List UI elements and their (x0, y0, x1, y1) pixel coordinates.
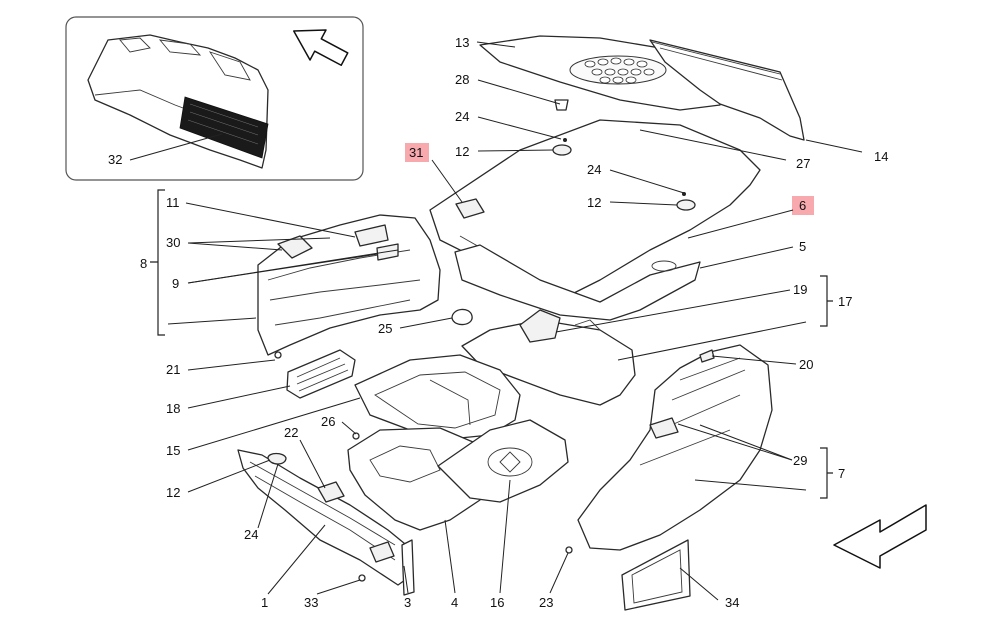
callout-4: 4 (451, 595, 458, 610)
callout-6: 6 (799, 198, 806, 213)
callout-20: 20 (799, 357, 813, 372)
callout-32: 32 (108, 152, 122, 167)
callout-24-left: 24 (244, 527, 258, 542)
highlight-6 (792, 196, 814, 215)
pocket-29 (649, 417, 679, 439)
highlight-31 (405, 143, 429, 162)
floor-panel (454, 244, 701, 321)
cover-handle-19 (519, 309, 561, 343)
callout-14: 14 (874, 149, 888, 164)
grommet-12-upper (552, 144, 572, 156)
right-side-panel-group (565, 344, 773, 554)
callout-25: 25 (378, 321, 392, 336)
floor-panel-group (454, 244, 701, 321)
handle-31 (455, 198, 485, 219)
floor-tray-group (347, 419, 569, 531)
inset-net-pocket (179, 96, 269, 159)
inset-direction-arrow (292, 29, 349, 67)
spare-mat-16 (437, 419, 569, 503)
pocket-30 (277, 235, 313, 259)
leader-lines (129, 41, 863, 601)
front-direction-arrow (833, 504, 927, 569)
grommet-12-mid (676, 199, 696, 211)
inset-detail (65, 16, 364, 181)
clip-28 (554, 99, 569, 111)
callout-24-top: 24 (455, 109, 469, 124)
callout-19: 19 (793, 282, 807, 297)
callout-7: 7 (838, 466, 845, 481)
net-34-group (621, 539, 691, 611)
callout-8: 8 (140, 256, 147, 271)
right-side-trim (577, 344, 773, 551)
grommet-12-left (267, 452, 287, 465)
callout-labels: 13 28 24 12 31 24 12 27 14 6 5 19 17 25 … (108, 35, 888, 610)
rear-shelf-trim (649, 39, 805, 141)
spare-cover-group (451, 308, 636, 406)
sill-trim-group (237, 449, 415, 596)
storage-bin (354, 354, 521, 441)
bracket-7 (820, 447, 833, 499)
callout-11: 11 (166, 195, 180, 210)
callout-3: 3 (404, 595, 411, 610)
callout-23: 23 (539, 595, 553, 610)
latch-plate (369, 541, 395, 563)
callout-15: 15 (166, 443, 180, 458)
callout-9: 9 (172, 276, 179, 291)
callout-12-left: 12 (166, 485, 180, 500)
callout-31: 31 (409, 145, 423, 160)
clip-20 (699, 349, 715, 363)
ring-25 (451, 308, 473, 326)
callout-29: 29 (793, 453, 807, 468)
bracket-17 (820, 275, 833, 327)
callout-5: 5 (799, 239, 806, 254)
callout-12-mid: 12 (587, 195, 601, 210)
parcel-shelf-group (479, 35, 805, 141)
callout-13: 13 (455, 35, 469, 50)
screw-23 (565, 546, 573, 554)
vent-11 (354, 224, 389, 247)
callout-1: 1 (261, 595, 268, 610)
screw-21 (274, 351, 282, 359)
callout-18: 18 (166, 401, 180, 416)
callout-12-top: 12 (455, 144, 469, 159)
bracket-8 (150, 189, 165, 336)
callout-26: 26 (321, 414, 335, 429)
screw-26 (352, 432, 360, 440)
callout-24-mid: 24 (587, 162, 601, 177)
cargo-net (621, 539, 691, 611)
screw-33 (358, 574, 366, 582)
callout-21: 21 (166, 362, 180, 377)
callout-34: 34 (725, 595, 739, 610)
storage-bin-group (354, 354, 521, 441)
callout-17: 17 (838, 294, 852, 309)
strip-3 (401, 539, 415, 596)
callout-27: 27 (796, 156, 810, 171)
callout-33: 33 (304, 595, 318, 610)
callout-16: 16 (490, 595, 504, 610)
callout-22: 22 (284, 425, 298, 440)
vent-18-group (286, 349, 356, 399)
callout-30: 30 (166, 235, 180, 250)
left-side-panel-group (257, 214, 441, 359)
callout-28: 28 (455, 72, 469, 87)
